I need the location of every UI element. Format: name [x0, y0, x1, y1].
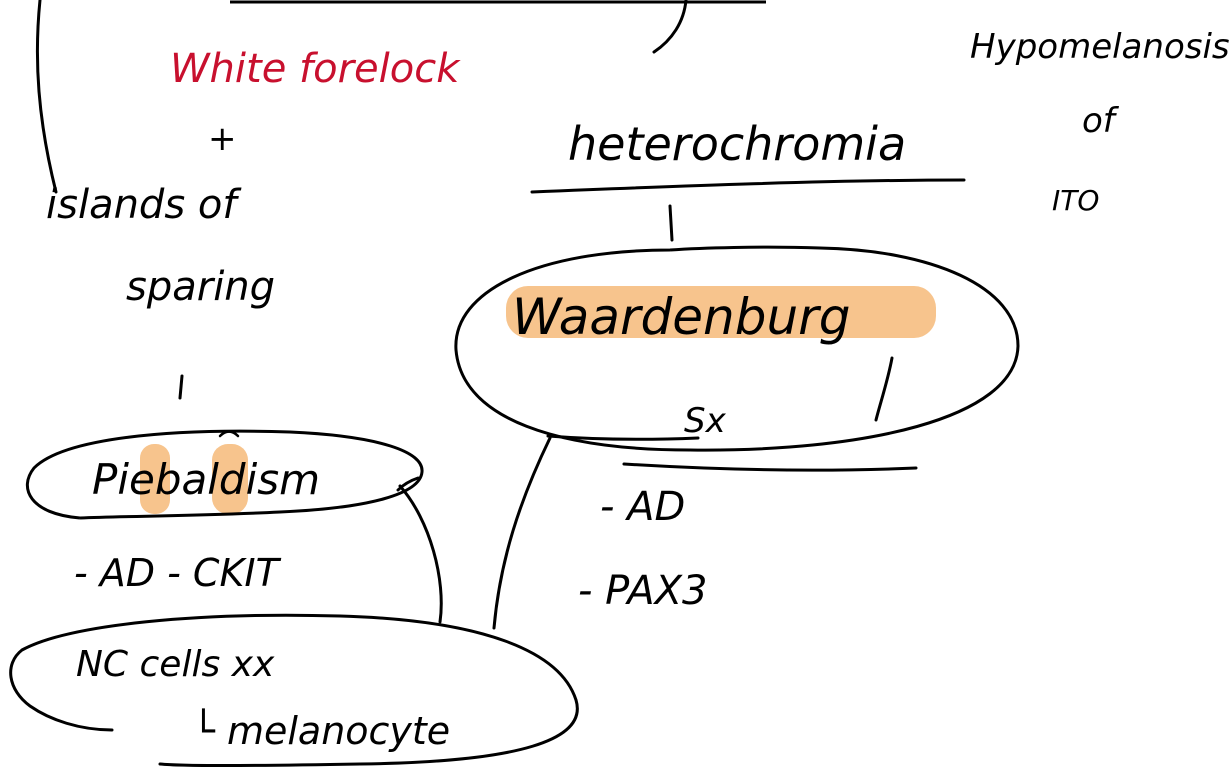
connector-down	[668, 204, 674, 242]
piebaldism-tail	[396, 476, 420, 492]
piebaldism-to-nc-connector	[398, 484, 443, 624]
waardenburg-oval	[454, 245, 1020, 452]
heterochromia-underline	[530, 178, 966, 194]
sx-underline-right	[622, 462, 918, 472]
sparing-text: sparing	[126, 264, 275, 310]
of-text: of	[1082, 101, 1120, 141]
piebaldism-text: Piebaldism	[92, 455, 320, 504]
ito-text: ITO	[1052, 184, 1099, 217]
sx-underline-left	[546, 434, 700, 441]
heterochromia-text: heterochromia	[568, 117, 906, 171]
sparing-connector	[178, 374, 184, 400]
islands-of-text: islands of	[46, 182, 242, 228]
piebaldism-highlight-d	[212, 444, 248, 514]
plus-text: +	[208, 119, 237, 159]
hypomelanosis-text: Hypomelanosis	[970, 27, 1229, 67]
piebaldism-oval	[25, 429, 424, 520]
top-hook-stroke	[652, 0, 688, 54]
melanocyte-text: └ melanocyte	[192, 708, 450, 753]
white-forelock-text: White forelock	[170, 46, 461, 92]
nc-cells-oval	[9, 613, 579, 767]
waardenburg-tail	[874, 356, 894, 422]
piebaldism-caret	[218, 430, 240, 438]
piebaldism-highlight-e	[140, 444, 170, 514]
piebaldism-ad-ckit-text: - AD - CKIT	[74, 551, 282, 595]
waardenburg-text: Waardenburg	[512, 288, 850, 346]
waardenburg-ad-text: - AD	[600, 484, 685, 530]
nc-cells-text: NC cells xx	[76, 644, 275, 685]
waardenburg-to-nc-connector	[492, 436, 552, 630]
waardenburg-highlight	[506, 286, 936, 338]
sx-text: Sx	[684, 401, 727, 441]
waardenburg-pax3-text: - PAX3	[578, 568, 708, 614]
left-bracket-stroke	[35, 0, 58, 194]
